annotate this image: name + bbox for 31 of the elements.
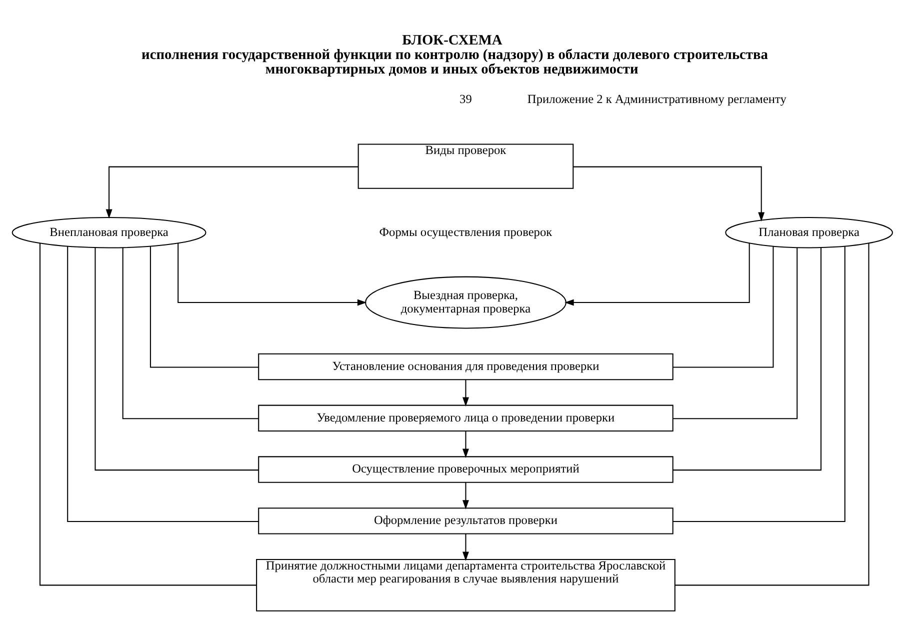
label: Формы осуществления проверок	[379, 224, 552, 238]
connector	[94, 247, 259, 470]
arrow	[462, 482, 469, 509]
node-box: Оформление результатов проверки	[258, 507, 674, 534]
connector	[673, 246, 846, 522]
connector	[674, 243, 870, 586]
label: Приложение 2 к Административному регламенту	[527, 92, 786, 106]
connector	[67, 246, 258, 522]
arrow	[462, 379, 469, 406]
connector	[39, 243, 256, 586]
node-box: Виды проверок	[358, 143, 574, 188]
node-box: Принятие должностными лицами департамента строительства Ярославской области мер реагирования в случае выявления нарушений	[256, 558, 676, 611]
arrow	[462, 533, 469, 561]
connector	[122, 247, 258, 419]
node-box: Осуществление проверочных мероприятий	[258, 456, 674, 482]
connector	[150, 246, 259, 368]
node-ellipse: Плановая проверка	[725, 216, 893, 248]
arrow	[106, 166, 358, 218]
node-box: Установление основания для проведения проверки	[258, 352, 674, 380]
arrow	[178, 243, 367, 306]
arrow	[573, 166, 765, 221]
arrow	[462, 430, 469, 458]
node-ellipse: Внеплановая проверка	[12, 216, 206, 248]
arrow	[564, 243, 750, 306]
node-ellipse: Выездная проверка, документарная проверка	[364, 276, 566, 328]
label: 39	[460, 92, 472, 106]
connector	[672, 247, 822, 470]
connector	[673, 247, 798, 419]
diagram-title: БЛОК-СХЕМА исполнения государственной функции по контролю (надзору) в области долевого строительства многоквартирных домов и иных объектов недвижимости	[142, 32, 768, 77]
connector	[672, 246, 774, 368]
node-box: Уведомление проверяемого лица о проведении проверки	[258, 404, 674, 432]
